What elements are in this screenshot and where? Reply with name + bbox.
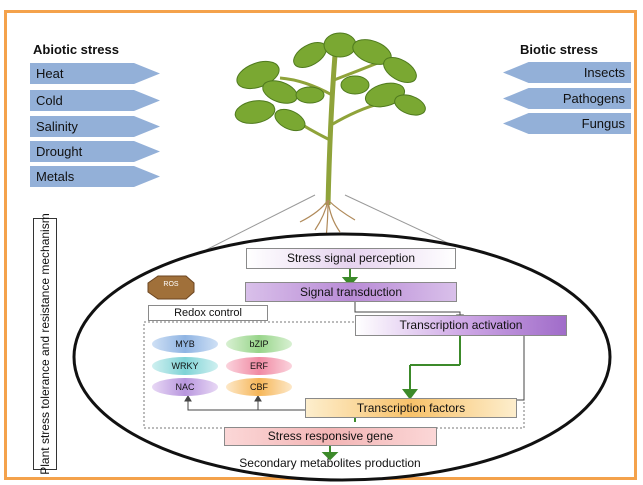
transcription-factors-box: Transcription factors bbox=[305, 398, 517, 418]
abiotic-item-drought: Drought bbox=[30, 141, 160, 162]
tf-cbf: CBF bbox=[226, 378, 292, 396]
secondary-metabolites-label: Secondary metabolites production bbox=[239, 456, 421, 470]
transcription-activation-box: Transcription activation bbox=[355, 315, 567, 336]
abiotic-item-cold: Cold bbox=[30, 90, 160, 111]
stress-responsive-gene-box: Stress responsive gene bbox=[224, 427, 437, 446]
tf-myb: MYB bbox=[152, 335, 218, 353]
signal-transduction-box: Signal transduction bbox=[245, 282, 457, 302]
abiotic-item-metals: Metals bbox=[30, 166, 160, 187]
tf-bzip: bZIP bbox=[226, 335, 292, 353]
zoom-line-left bbox=[189, 194, 316, 259]
biotic-stress-heading: Biotic stress bbox=[520, 42, 599, 57]
tf-erf: ERF bbox=[226, 357, 292, 375]
abiotic-item-heat: Heat bbox=[30, 63, 160, 84]
ros-label: ROS bbox=[163, 281, 179, 288]
tf-wrky: WRKY bbox=[152, 357, 218, 375]
redox-control-box: Redox control bbox=[148, 305, 268, 321]
ros-shape bbox=[147, 275, 195, 300]
biotic-item-insects: Insects bbox=[503, 62, 631, 83]
tf-nac: NAC bbox=[152, 378, 218, 396]
biotic-item-pathogens: Pathogens bbox=[503, 88, 631, 109]
side-label: Plant stress tolerance and resistance me… bbox=[38, 213, 52, 475]
biotic-item-fungus: Fungus bbox=[503, 113, 631, 134]
side-label-box: Plant stress tolerance and resistance me… bbox=[33, 213, 57, 475]
abiotic-stress-heading: Abiotic stress bbox=[33, 42, 119, 57]
plant-illustration bbox=[234, 32, 426, 239]
abiotic-item-salinity: Salinity bbox=[30, 116, 160, 137]
mechanism-ellipse bbox=[72, 232, 612, 482]
stress-signal-perception-box: Stress signal perception bbox=[246, 248, 456, 269]
flow-arrows bbox=[321, 268, 461, 461]
